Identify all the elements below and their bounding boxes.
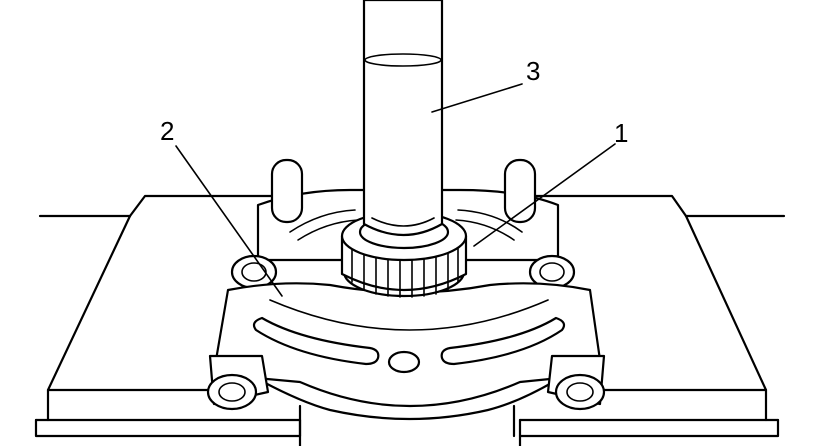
callout-leaders xyxy=(175,83,616,297)
leader-line-2 xyxy=(175,145,283,297)
callout-3: 3 xyxy=(526,56,540,86)
callout-1: 1 xyxy=(614,118,628,148)
leader-line-3 xyxy=(431,83,523,113)
bearing-rollers xyxy=(351,247,459,298)
leader-line-1 xyxy=(473,143,616,247)
shaft xyxy=(362,0,444,237)
press-table xyxy=(34,194,786,446)
front-nut-right xyxy=(546,354,606,411)
bearing-separator xyxy=(206,158,606,421)
callout-2: 2 xyxy=(160,116,174,146)
front-nut-left xyxy=(206,354,270,411)
